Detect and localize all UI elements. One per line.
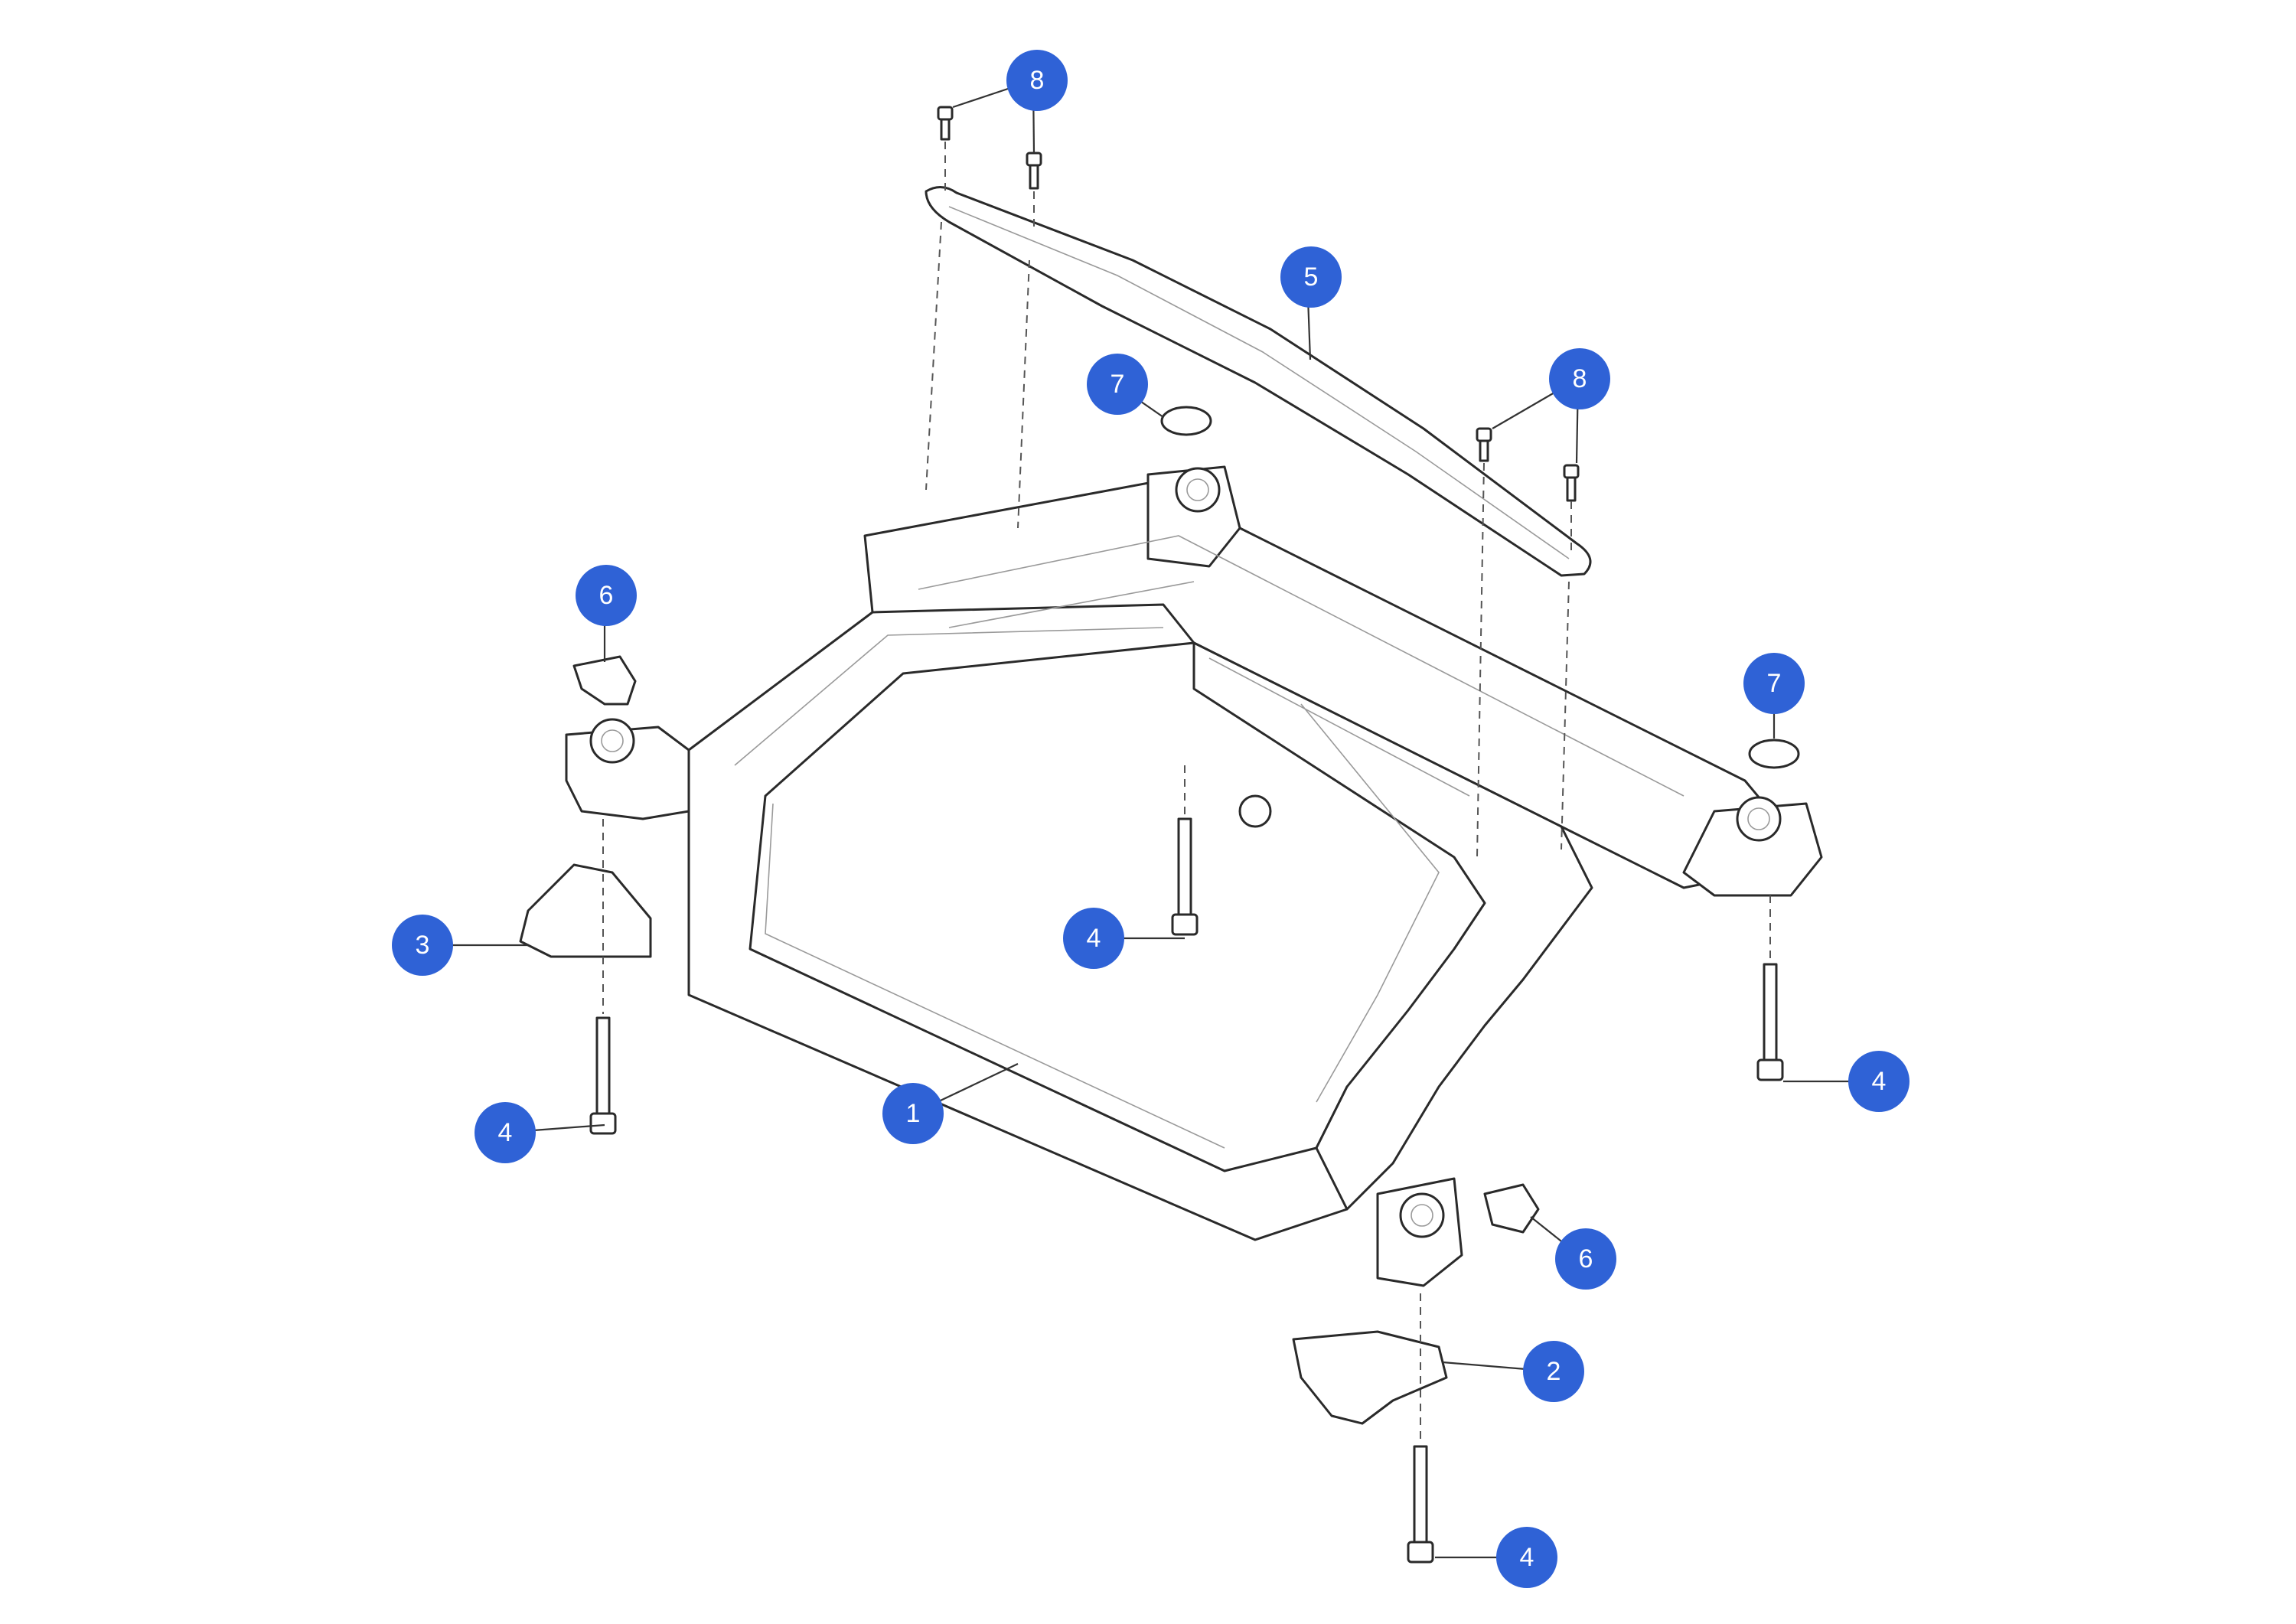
callout-8-right: 8 [1549,348,1610,409]
crossbar-part [925,186,1592,577]
callout-label: 4 [1872,1067,1887,1096]
callout-label: 5 [1304,263,1319,292]
callout-1: 1 [882,1083,944,1144]
callout-2: 2 [1523,1341,1584,1402]
callout-label: 4 [1087,924,1101,953]
callout-label: 3 [416,931,430,960]
callout-5: 5 [1280,246,1342,308]
callout-6-right: 6 [1555,1228,1616,1290]
callout-4-left: 4 [475,1102,536,1163]
callout-label: 8 [1030,66,1045,95]
callout-label: 8 [1573,364,1587,393]
bolt-bottom [1407,1445,1434,1564]
bolt-left [589,1016,617,1135]
bolt-right [1756,963,1784,1081]
clip-6-left [572,655,637,706]
callout-8-top: 8 [1006,50,1068,111]
callout-4-bottom: 4 [1496,1527,1557,1588]
subframe-drawing [565,465,1823,1287]
callout-label: 4 [498,1118,513,1147]
small-bolts [937,106,1580,502]
callout-label: 6 [1579,1244,1593,1273]
alignment-lines [602,142,1771,1443]
bracket-2-part [1292,1330,1448,1425]
callout-3: 3 [392,915,453,976]
callout-label: 6 [599,581,614,610]
ring-7-left [1160,406,1212,436]
callout-4-center: 4 [1063,908,1124,969]
callout-4-right: 4 [1848,1051,1910,1112]
callout-6-left: 6 [576,565,637,626]
callout-label: 7 [1767,669,1782,698]
ring-7-right [1748,739,1800,769]
callout-7-left: 7 [1087,354,1148,415]
bolt-center [1171,817,1199,936]
callout-label: 4 [1520,1543,1534,1572]
bracket-3-part [519,863,652,958]
clip-6-right [1483,1183,1540,1234]
callout-7-right: 7 [1743,653,1805,714]
callout-label: 1 [906,1099,921,1128]
callout-label: 2 [1547,1357,1561,1386]
callout-label: 7 [1110,370,1125,399]
